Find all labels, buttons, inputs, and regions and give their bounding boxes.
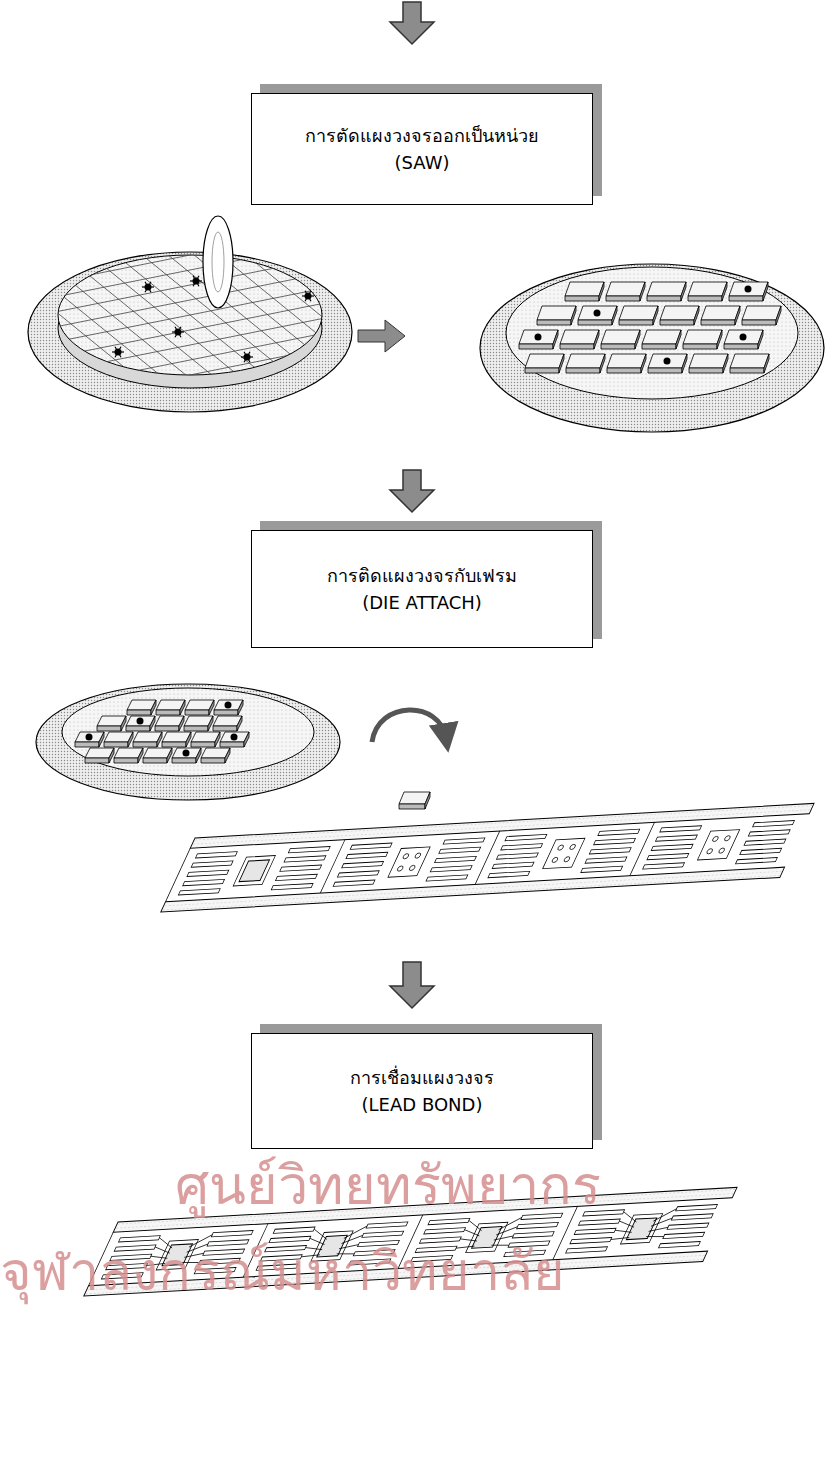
process-arrow <box>358 320 405 352</box>
step-name: (DIE ATTACH) <box>362 589 482 616</box>
leadframe-strip <box>161 803 814 912</box>
step-title: การตัดแผงวงจรออกเป็นหน่วย <box>305 122 539 149</box>
pick-arrow <box>372 710 446 742</box>
watermark: จุฬาลงกรณ์มหาวิทยาลัย <box>0 1228 565 1314</box>
step-title: การเชื่อมแผงวงจร <box>350 1064 494 1091</box>
wafer-pick <box>36 684 340 800</box>
process-box: การเชื่อมแผงวงจร(LEAD BOND) <box>251 1033 593 1149</box>
wafer-diced <box>480 264 824 432</box>
step-title: การติดแผงวงจรกับเฟรม <box>327 562 517 589</box>
step-name: (SAW) <box>395 149 450 176</box>
picked-die <box>399 792 430 809</box>
process-box: การติดแผงวงจรกับเฟรม(DIE ATTACH) <box>251 530 593 648</box>
watermark: ศูนย์วิทยทรัพยากร <box>175 1142 601 1228</box>
process-box: การตัดแผงวงจรออกเป็นหน่วย(SAW) <box>251 93 593 205</box>
wafer-sawing <box>0 165 478 465</box>
step-name: (LEAD BOND) <box>362 1091 483 1118</box>
